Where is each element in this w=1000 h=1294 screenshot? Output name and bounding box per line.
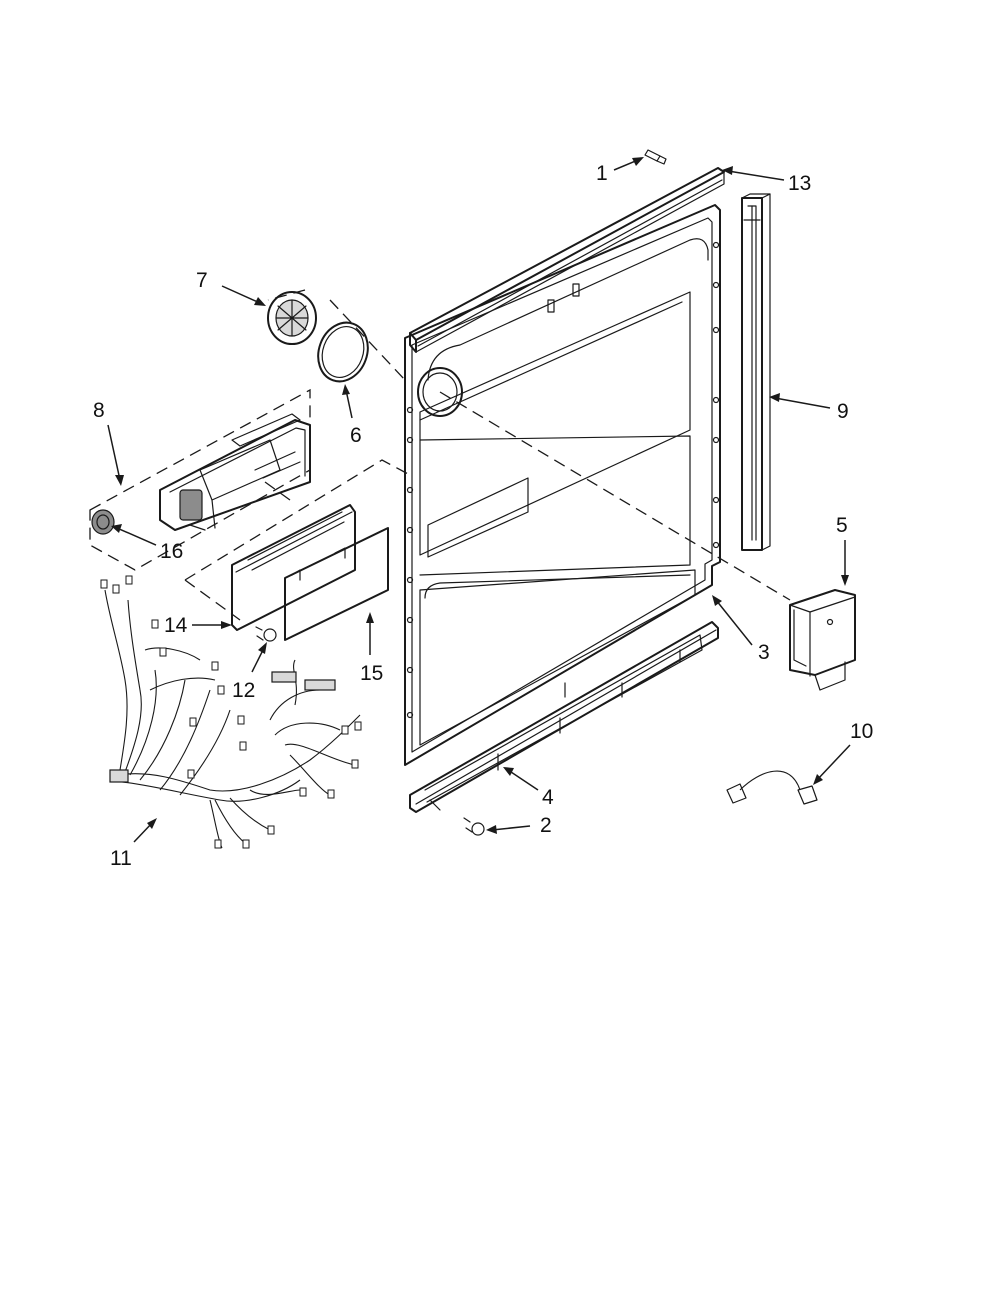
- top-door-trim: [409, 149, 725, 353]
- leader-lines: [107, 157, 851, 843]
- bottom-door-trim: [409, 621, 719, 836]
- vent-cover-part-5: [789, 589, 856, 691]
- control-panel-part-14: [231, 504, 356, 631]
- detergent-dispenser-part-8: [159, 413, 311, 531]
- callout-16: 16: [160, 540, 183, 563]
- callout-7: 7: [196, 269, 208, 292]
- callout-12: 12: [232, 679, 255, 702]
- gasket-part-6: [317, 321, 369, 383]
- callout-10: 10: [850, 720, 873, 743]
- callout-13: 13: [788, 172, 811, 195]
- inner-door-panel: [404, 204, 721, 766]
- screw-part-2: [463, 817, 485, 836]
- callout-4: 4: [542, 786, 554, 809]
- callout-9: 9: [837, 400, 849, 423]
- callout-1: 1: [596, 162, 608, 185]
- knob-part-16: [91, 509, 115, 535]
- callout-3: 3: [758, 641, 770, 664]
- screw-part-12: [255, 626, 277, 642]
- callout-14: 14: [164, 614, 188, 637]
- callout-6: 6: [350, 424, 362, 447]
- screw-part-1: [644, 149, 667, 165]
- callout-5: 5: [836, 514, 848, 537]
- insulation-part-15: [284, 527, 389, 641]
- callout-8: 8: [93, 399, 105, 422]
- wire-part-10: [726, 770, 818, 805]
- callout-2: 2: [540, 814, 552, 837]
- wire-harness-part-11: [100, 575, 362, 849]
- vent-ring-part-7: [267, 291, 317, 345]
- callout-15: 15: [360, 662, 383, 685]
- callout-labels: 1 13 7 6 8 16 9 5 14 12 15 3 10 4 2 11: [93, 162, 873, 870]
- assembly-lines: [89, 289, 791, 621]
- door-side-seal: [741, 193, 771, 551]
- callout-11: 11: [110, 847, 132, 870]
